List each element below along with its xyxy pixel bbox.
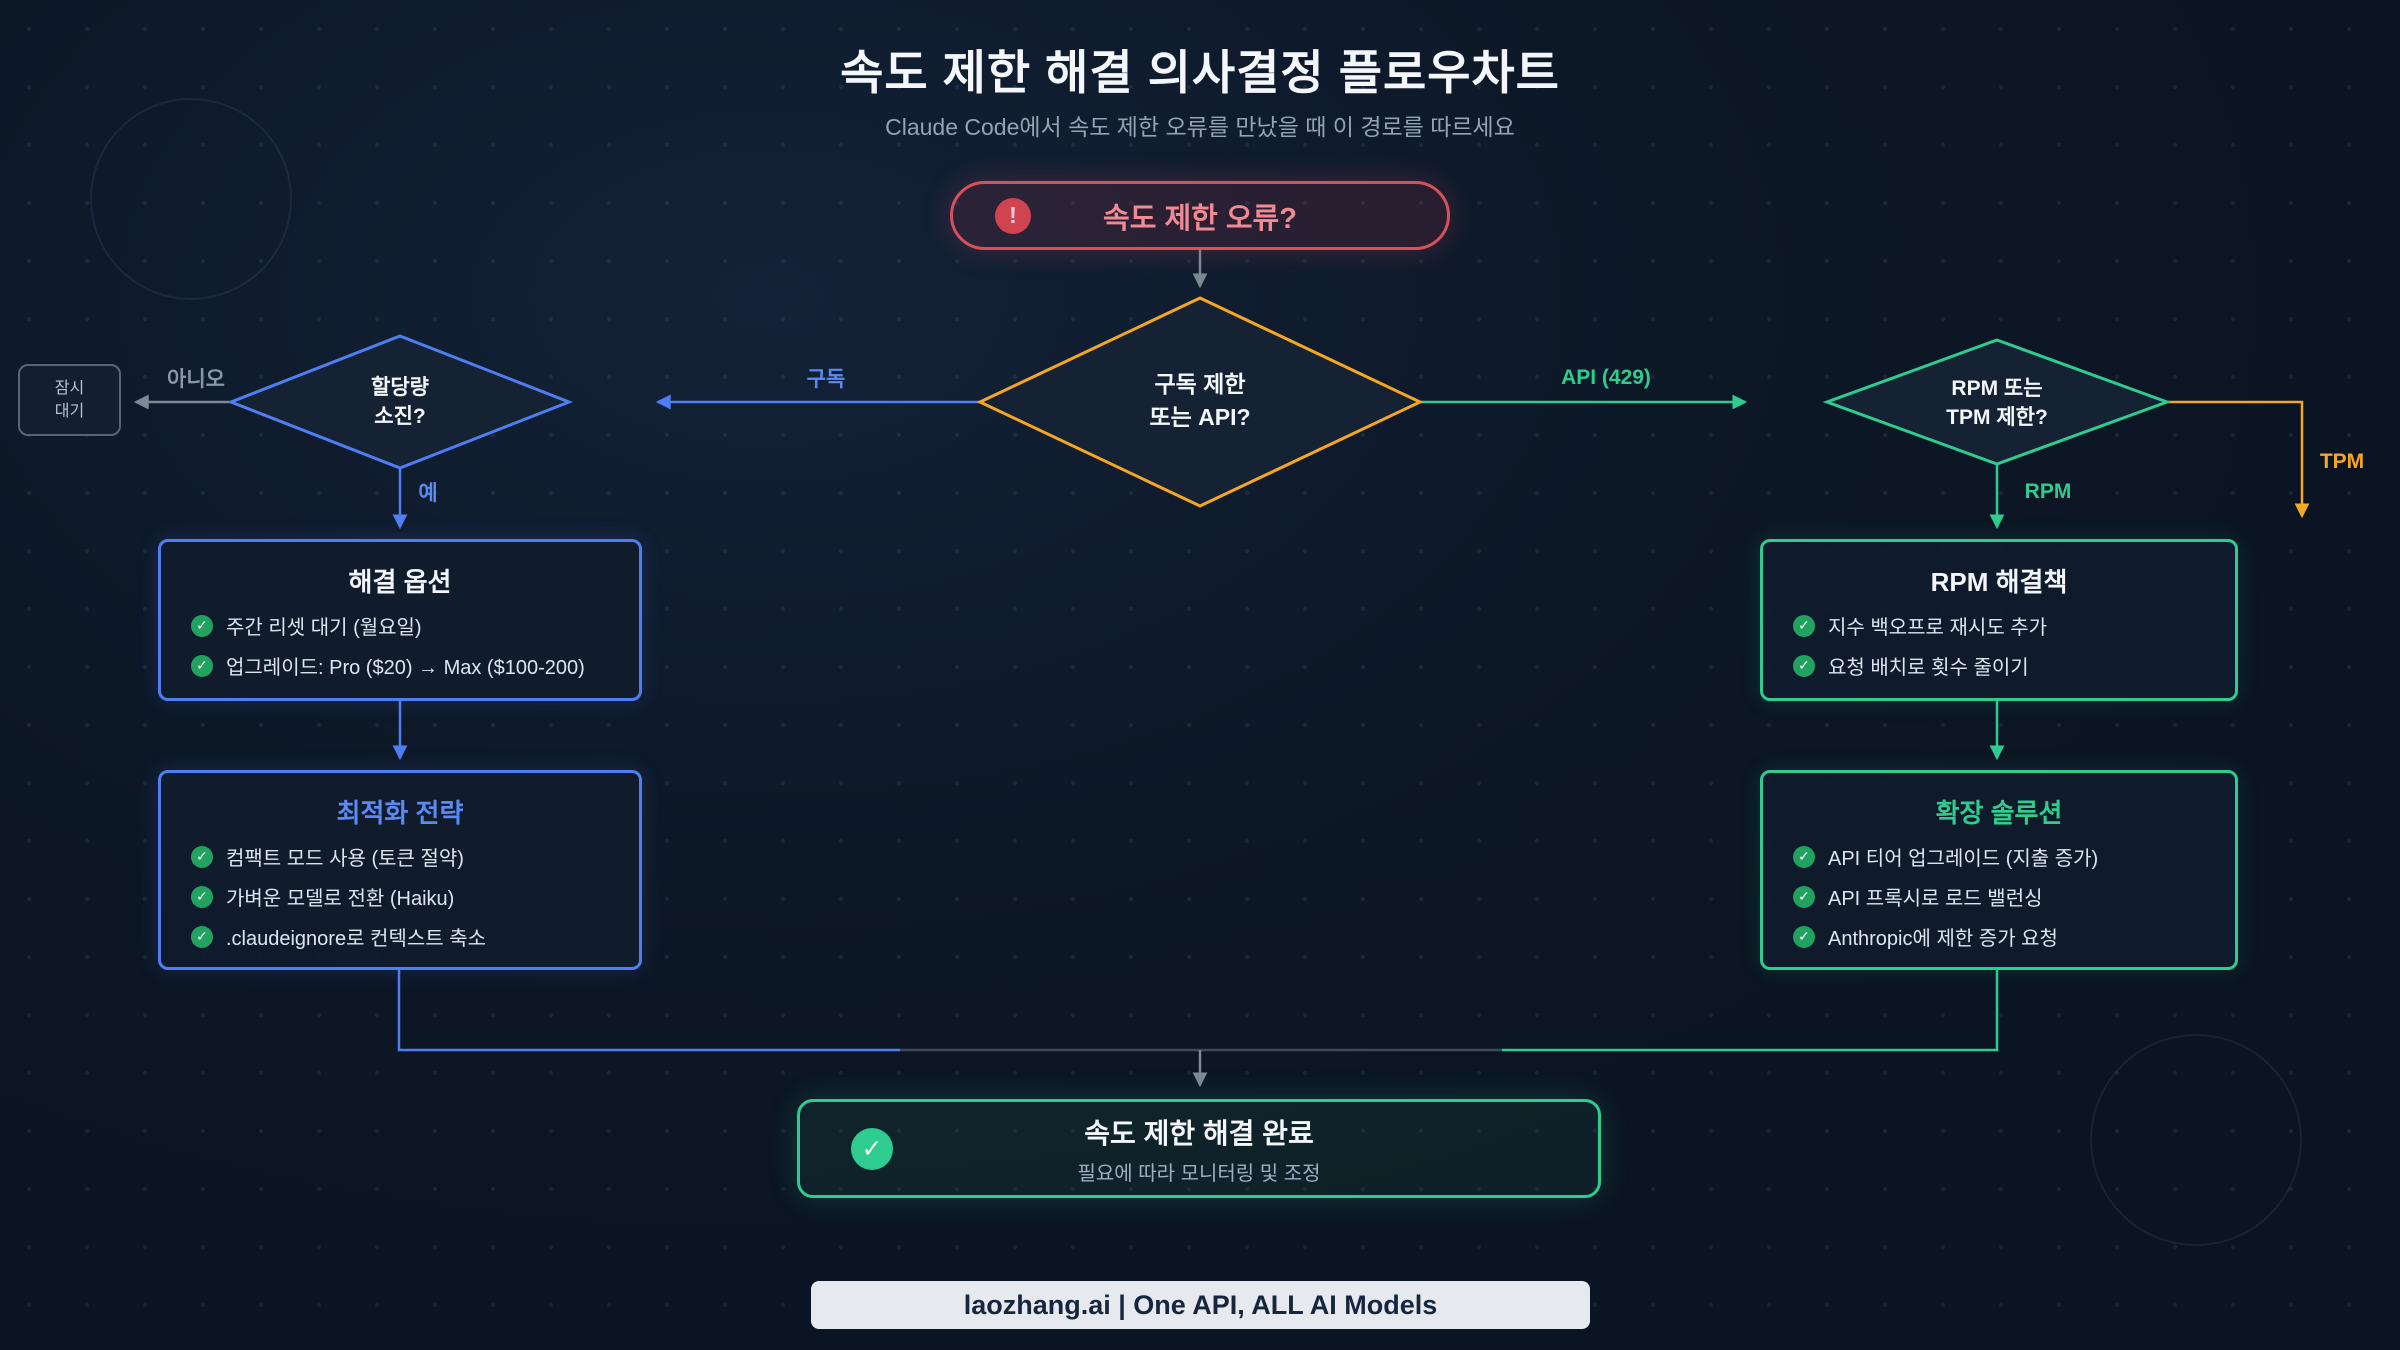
warning-icon: !: [995, 197, 1031, 234]
done-title: 속도 제한 해결 완료: [1084, 1117, 1314, 1149]
list-item-text: 요청 배치로 횟수 줄이기: [1828, 657, 2029, 679]
list-item: API 프록시로 로드 밸런싱: [1793, 882, 2205, 911]
scaling-solutions-box: 확장 솔루션 API 티어 업그레이드 (지출 증가) API 프록시로 로드 …: [1760, 770, 2238, 970]
list-item-text: 업그레이드: Pro ($20) → Max ($100-200): [226, 657, 585, 679]
page-title: 속도 제한 해결 의사결정 플로우차트: [840, 46, 1560, 99]
decision-rpmtpm-line1: RPM 또는: [1951, 377, 2043, 400]
page-subtitle: Claude Code에서 속도 제한 오류를 만났을 때 이 경로를 따르세요: [885, 114, 1515, 140]
list-item: API 티어 업그레이드 (지출 증가): [1793, 842, 2205, 871]
check-icon: [1793, 845, 1815, 868]
decision-main-label: 구독 제한 또는 API?: [1050, 368, 1350, 435]
check-icon: [1793, 885, 1815, 908]
decision-quota-shape: [226, 334, 574, 470]
edge-label-no: 아니오: [167, 368, 225, 391]
edge-tpm-branch: [2167, 400, 2310, 519]
decision-quota-line1: 할당량: [371, 376, 429, 399]
rpm-solutions-title: RPM 해결책: [1930, 567, 2068, 597]
list-item: 지수 백오프로 재시도 추가: [1793, 611, 2205, 640]
start-node: ! 속도 제한 오류?: [950, 181, 1450, 250]
start-node-label: 속도 제한 오류?: [1103, 202, 1297, 235]
decision-rpmtpm-label: RPM 또는 TPM 제한?: [1897, 374, 2097, 433]
check-icon: [191, 654, 213, 677]
decision-rpmtpm-line2: TPM 제한?: [1946, 406, 2048, 430]
list-item: 업그레이드: Pro ($20) → Max ($100-200): [191, 651, 609, 680]
edge-label-yes: 예: [418, 482, 438, 505]
solution-options-box: 해결 옵션 주간 리셋 대기 (월요일) 업그레이드: Pro ($20) → …: [158, 539, 642, 701]
check-icon: [191, 845, 213, 868]
edge-label-subscription: 구독: [806, 368, 846, 391]
check-icon: [191, 925, 213, 948]
wait-node: 잠시 대기: [18, 364, 121, 436]
decision-main-line1: 구독 제한: [1154, 371, 1246, 397]
edge-optimize-to-done: [397, 970, 900, 1052]
scaling-solutions-title: 확장 솔루션: [1935, 798, 2063, 828]
list-item: 요청 배치로 횟수 줄이기: [1793, 651, 2205, 680]
list-item-text: API 프록시로 로드 밸런싱: [1828, 888, 2043, 910]
edge-label-rpm: RPM: [2024, 480, 2072, 503]
check-icon: [191, 614, 213, 637]
check-icon: [1793, 614, 1815, 637]
list-item-text: .claudeignore로 컨텍스트 축소: [226, 928, 487, 950]
optimization-title: 최적화 전략: [336, 798, 464, 828]
list-item-text: 지수 백오프로 재시도 추가: [1828, 617, 2048, 639]
decision-main-line2: 또는 API?: [1149, 404, 1251, 431]
list-item-text: 컴팩트 모드 사용 (토큰 절약): [226, 848, 464, 870]
footer-brand-badge: laozhang.ai | One API, ALL AI Models: [811, 1281, 1590, 1329]
list-item: .claudeignore로 컨텍스트 축소: [191, 922, 609, 951]
edge-label-tpm: TPM: [2319, 450, 2365, 473]
list-item-text: Anthropic에 제한 증가 요청: [1828, 928, 2058, 950]
list-item-text: 가벼운 모델로 전환 (Haiku): [226, 888, 455, 910]
success-check-icon: [851, 1127, 893, 1170]
done-subtitle: 필요에 따라 모니터링 및 조정: [1077, 1162, 1321, 1185]
check-icon: [1793, 925, 1815, 948]
done-node: 속도 제한 해결 완료 필요에 따라 모니터링 및 조정: [797, 1099, 1601, 1198]
wait-node-line2: 대기: [54, 403, 85, 420]
list-item-text: API 티어 업그레이드 (지출 증가): [1828, 848, 2099, 870]
edge-label-api: API (429): [1561, 366, 1651, 389]
decision-rpmtpm-shape: [1822, 338, 2172, 466]
deco-circle-top-left: [90, 98, 292, 300]
list-item: Anthropic에 제한 증가 요청: [1793, 922, 2205, 951]
list-item: 가벼운 모델로 전환 (Haiku): [191, 882, 609, 911]
check-icon: [191, 885, 213, 908]
check-icon: [1793, 654, 1815, 677]
list-item: 컴팩트 모드 사용 (토큰 절약): [191, 842, 609, 871]
optimization-box: 최적화 전략 컴팩트 모드 사용 (토큰 절약) 가벼운 모델로 전환 (Hai…: [158, 770, 642, 970]
solution-options-title: 해결 옵션: [348, 567, 452, 597]
list-item-text: 주간 리셋 대기 (월요일): [226, 617, 422, 639]
rpm-solutions-box: RPM 해결책 지수 백오프로 재시도 추가 요청 배치로 횟수 줄이기: [1760, 539, 2238, 701]
decision-main-shape: [976, 296, 1424, 508]
wait-node-line1: 잠시: [54, 379, 85, 397]
decision-quota-label: 할당량 소진?: [300, 373, 500, 432]
decision-quota-line2: 소진?: [374, 405, 426, 429]
deco-circle-bottom-right: [2090, 1034, 2302, 1246]
list-item: 주간 리셋 대기 (월요일): [191, 611, 609, 640]
edge-scale-to-done: [1502, 970, 1999, 1052]
